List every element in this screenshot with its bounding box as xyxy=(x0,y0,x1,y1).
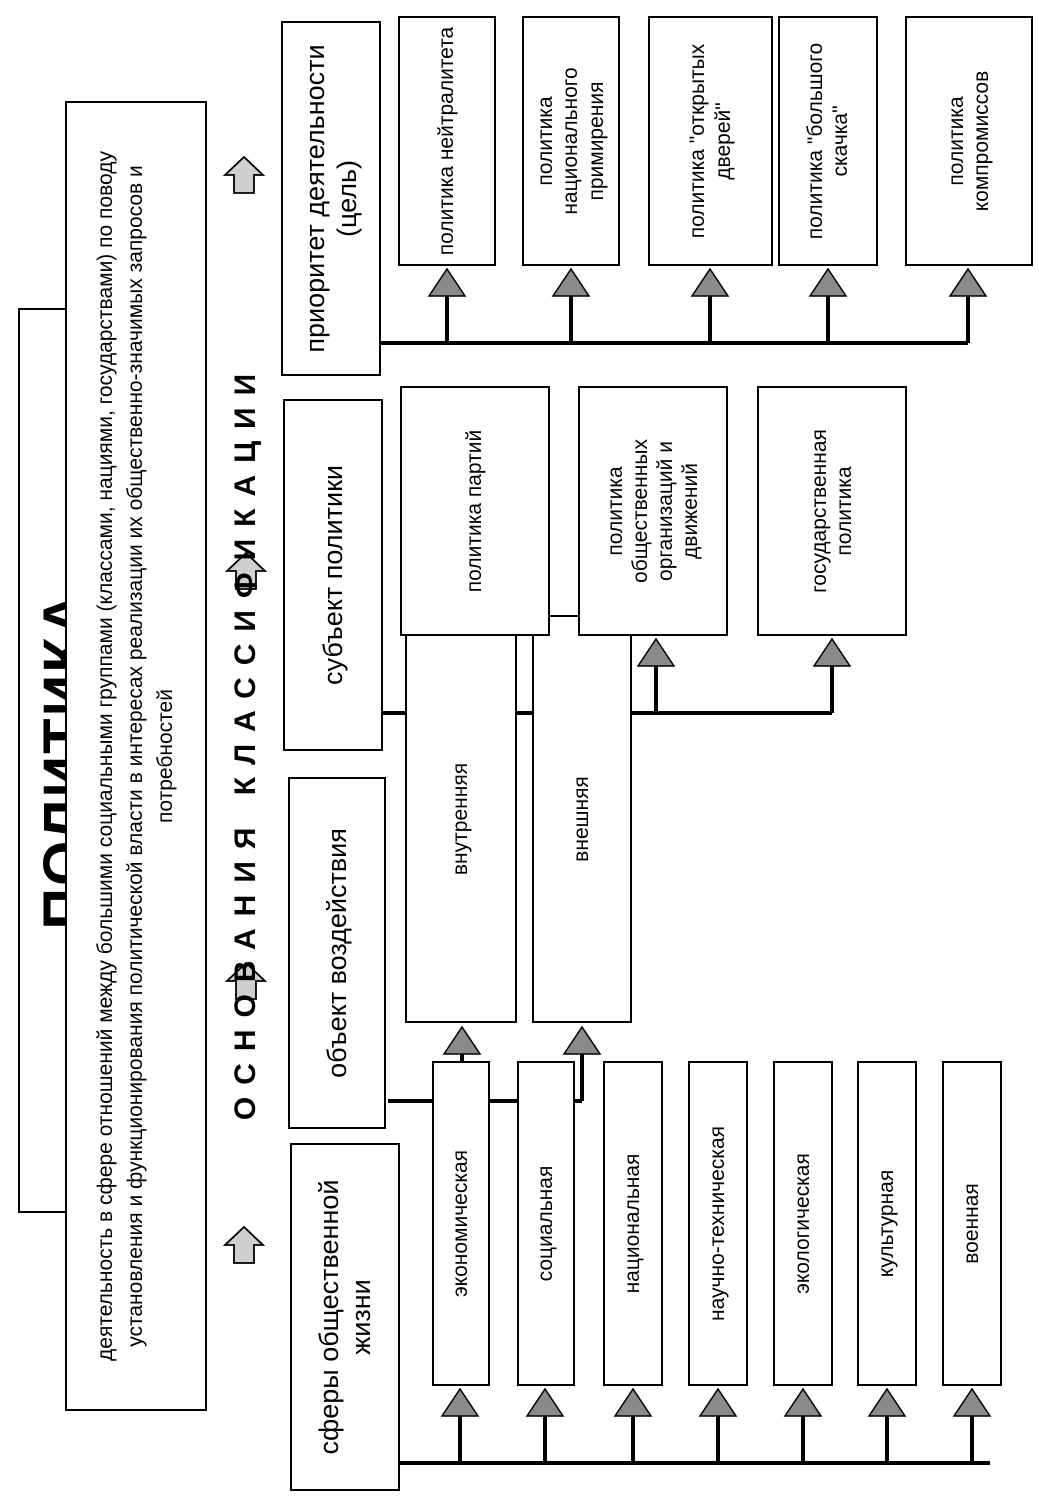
item-label: политика общественных организаций и движ… xyxy=(603,439,703,583)
item-box: политика компромиссов xyxy=(905,16,1033,266)
definition-text: деятельность в сфере отношений между бол… xyxy=(94,151,177,1361)
item-label: культурная xyxy=(875,1169,899,1278)
item-label: внутренняя xyxy=(449,762,473,876)
item-box: политика "большого скачка" xyxy=(778,16,878,266)
category-priority-box: приоритет деятельности (цель) xyxy=(281,21,381,376)
item-label: внешняя xyxy=(570,776,594,862)
item-label: политика "открытых дверей" xyxy=(686,43,735,239)
item-box: экологическая xyxy=(773,1061,833,1386)
category-label: приоритет деятельности (цель) xyxy=(299,44,362,353)
item-label: национальная xyxy=(621,1153,645,1294)
item-label: политика компромиссов xyxy=(944,70,993,212)
item-label: экологическая xyxy=(791,1153,815,1294)
item-label: экономическая xyxy=(449,1149,473,1298)
item-box: внутренняя xyxy=(405,615,517,1023)
item-box: политика общественных организаций и движ… xyxy=(578,386,728,636)
category-spheres-box: сферы общественной жизни xyxy=(290,1143,400,1491)
item-box: внешняя xyxy=(532,615,632,1023)
classification-basis-label: ОСНОВАНИЯ КЛАССИФИКАЦИИ xyxy=(229,361,262,1121)
item-box: экономическая xyxy=(432,1061,490,1386)
category-label: объект воздействия xyxy=(321,828,352,1078)
item-box: социальная xyxy=(517,1061,575,1386)
item-label: государственная политика xyxy=(807,429,856,593)
item-box: государственная политика xyxy=(757,386,907,636)
item-label: социальная xyxy=(534,1165,558,1282)
category-label: субъект политики xyxy=(317,465,348,685)
block-arrows xyxy=(222,155,268,1264)
category-label: сферы общественной жизни xyxy=(313,1179,376,1455)
item-box: политика партий xyxy=(400,386,550,636)
arrowheads xyxy=(427,267,992,1417)
item-label: военная xyxy=(960,1183,984,1264)
item-label: политика партий xyxy=(463,429,487,593)
item-box: политика "открытых дверей" xyxy=(648,16,773,266)
item-box: политика нейтралитета xyxy=(398,16,496,266)
item-box: военная xyxy=(942,1061,1002,1386)
item-label: научно-техническая xyxy=(706,1126,730,1321)
category-object-box: объект воздействия xyxy=(288,777,386,1129)
item-label: политика нейтралитета xyxy=(435,26,459,256)
item-box: национальная xyxy=(603,1061,663,1386)
item-label: политика "большого скачка" xyxy=(803,42,852,240)
item-box: культурная xyxy=(857,1061,917,1386)
category-subject-box: субъект политики xyxy=(283,399,383,751)
item-label: политика национального примирения xyxy=(534,67,608,215)
item-box: научно-техническая xyxy=(688,1061,748,1386)
definition-box: деятельность в сфере отношений между бол… xyxy=(65,101,207,1411)
item-box: политика национального примирения xyxy=(522,16,620,266)
